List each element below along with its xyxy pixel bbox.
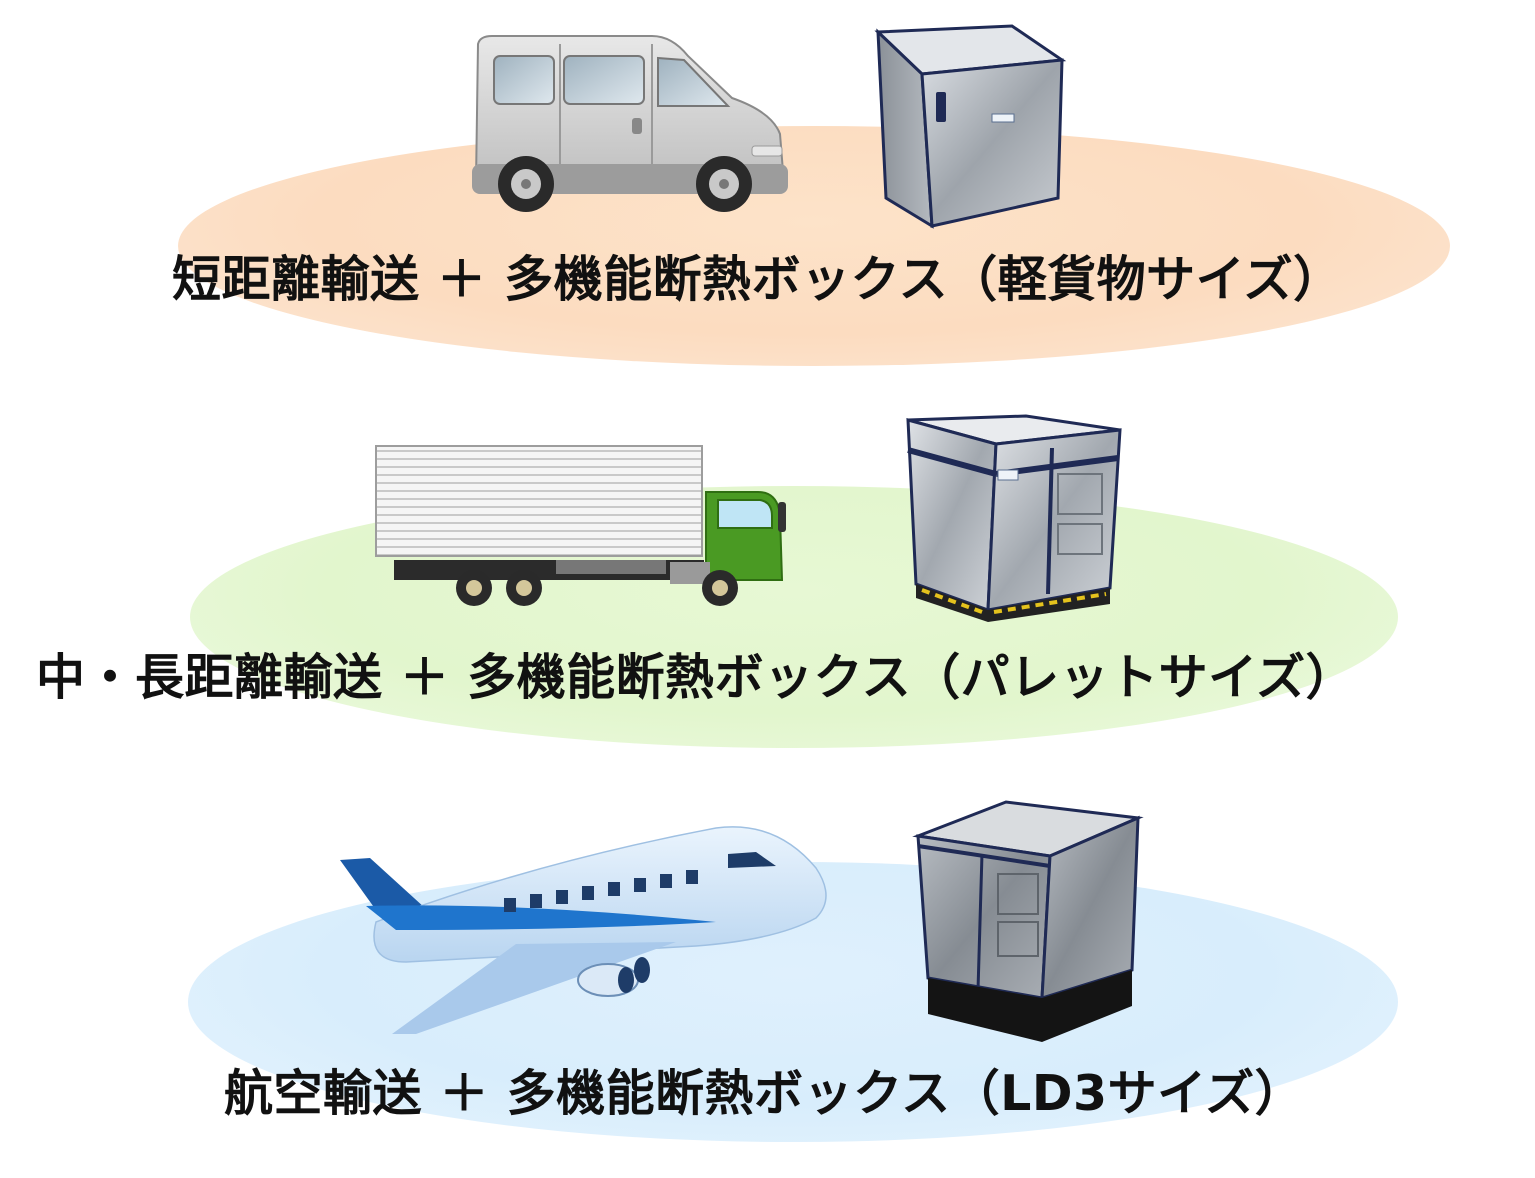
truck-icon xyxy=(375,445,786,606)
row-label: 中・長距離輸送 ＋ 多機能断熱ボックス（パレットサイズ） xyxy=(36,649,1356,706)
light-van-icon xyxy=(472,35,788,212)
ld3-insulated-box-icon xyxy=(912,800,1144,1042)
small-insulated-box-icon xyxy=(874,24,1067,229)
row-label: 短距離輸送 ＋ 多機能断熱ボックス（軽貨物サイズ） xyxy=(172,251,1343,308)
row-label: 航空輸送 ＋ 多機能断熱ボックス（LD3サイズ） xyxy=(224,1065,1305,1122)
pallet-insulated-box-icon xyxy=(906,414,1122,622)
airplane-icon xyxy=(340,826,827,1034)
row-background-ellipse xyxy=(178,126,1450,366)
